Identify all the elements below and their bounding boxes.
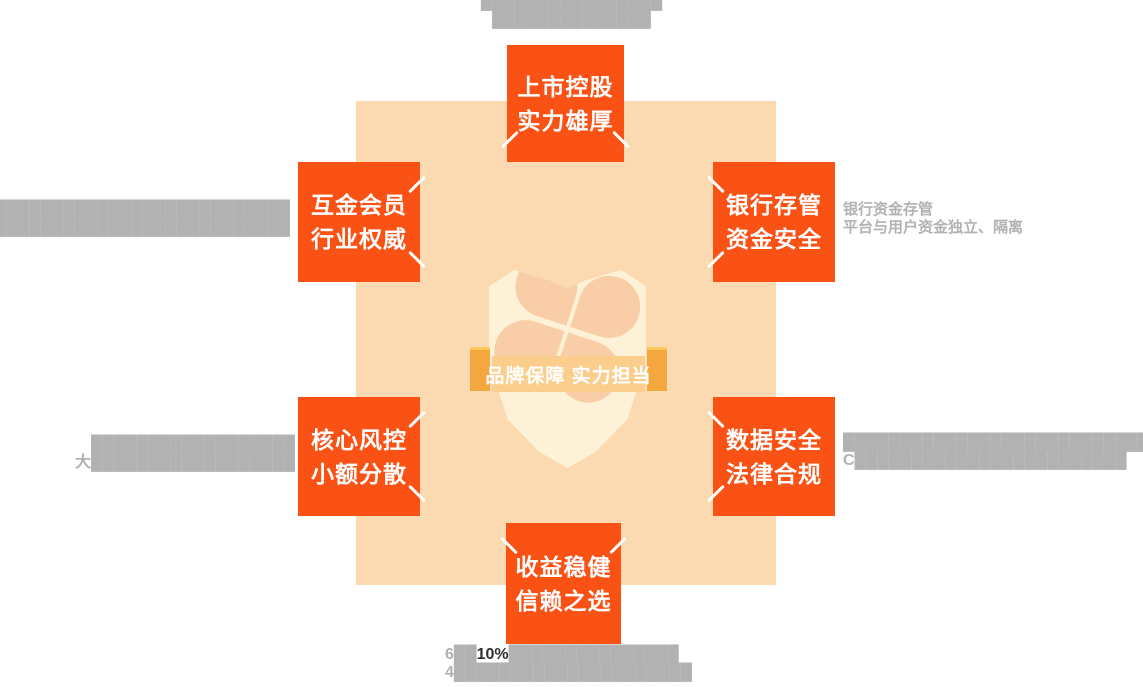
ribbon-right-cap	[647, 347, 667, 391]
annotation-bank-depository: 银行资金存管 平台与用户资金独立、隔离	[843, 201, 1023, 237]
feature-line1: 数据安全	[726, 426, 822, 453]
annotation-line: 大██████████████████	[74, 454, 295, 471]
annotation-left-top: █████████████████████████████ ██████████…	[0, 201, 290, 237]
annotation-line: █████████████████████████████	[0, 219, 290, 236]
annotation-line: ██████████████████████████████	[843, 434, 1143, 451]
feature-line2: 小额分散	[311, 460, 407, 487]
feature-line1: 银行存管	[726, 192, 822, 218]
annotation-line: 4█████████████████████	[445, 664, 692, 681]
annotation-line: ██████████████	[492, 11, 651, 28]
annotation-line: C████████████████████████	[843, 452, 1127, 469]
annotation-left-bottom: ██████████████████ 大██████████████████	[75, 436, 295, 472]
annotation-line: 6██10%███████████████	[445, 646, 692, 664]
annotation-top: ████████████████ ██████████████	[0, 0, 1143, 29]
feature-box-data-security: 数据安全 法律合规	[707, 397, 835, 516]
feature-box-industry-member: 互金会员 行业权威	[298, 162, 426, 282]
feature-line2: 信赖之选	[515, 587, 612, 614]
feature-box-stable-returns: 收益稳健 信赖之选	[500, 523, 627, 644]
annotation-line: █████████████████████████████	[0, 201, 290, 218]
feature-line2: 资金安全	[726, 226, 822, 252]
annotation-line: 平台与用户资金独立、隔离	[843, 219, 1024, 236]
annotation-highlight-rate: 10%	[476, 646, 509, 663]
feature-box-listed-holding: 上市控股 实力雄厚	[501, 45, 630, 162]
feature-box-bank-depository: 银行存管 资金安全	[707, 162, 835, 282]
annotation-returns: 6██10%███████████████ 4█████████████████…	[445, 646, 692, 682]
ribbon-slogan: 品牌保障 实力担当	[485, 365, 652, 387]
annotation-line: ████████████████	[480, 0, 663, 10]
annotation-line: ██████████████████	[90, 436, 295, 453]
annotation-segment: 6██	[445, 646, 477, 663]
feature-line2: 实力雄厚	[517, 107, 614, 134]
feature-line1: 上市控股	[517, 73, 614, 100]
ribbon-left-cap	[470, 347, 490, 391]
feature-line2: 法律合规	[726, 460, 822, 487]
feature-line1: 互金会员	[311, 192, 407, 218]
ribbon-banner: 品牌保障 实力担当	[485, 356, 651, 392]
feature-line1: 收益稳健	[515, 553, 612, 580]
annotation-right-bottom: ██████████████████████████████ C████████…	[843, 434, 1143, 470]
annotation-line: 银行资金存管	[843, 201, 934, 218]
feature-box-risk-control: 核心风控 小额分散	[298, 397, 426, 516]
annotation-segment: ███████████████	[508, 646, 679, 663]
feature-line2: 行业权威	[311, 226, 407, 252]
feature-line1: 核心风控	[311, 426, 407, 453]
